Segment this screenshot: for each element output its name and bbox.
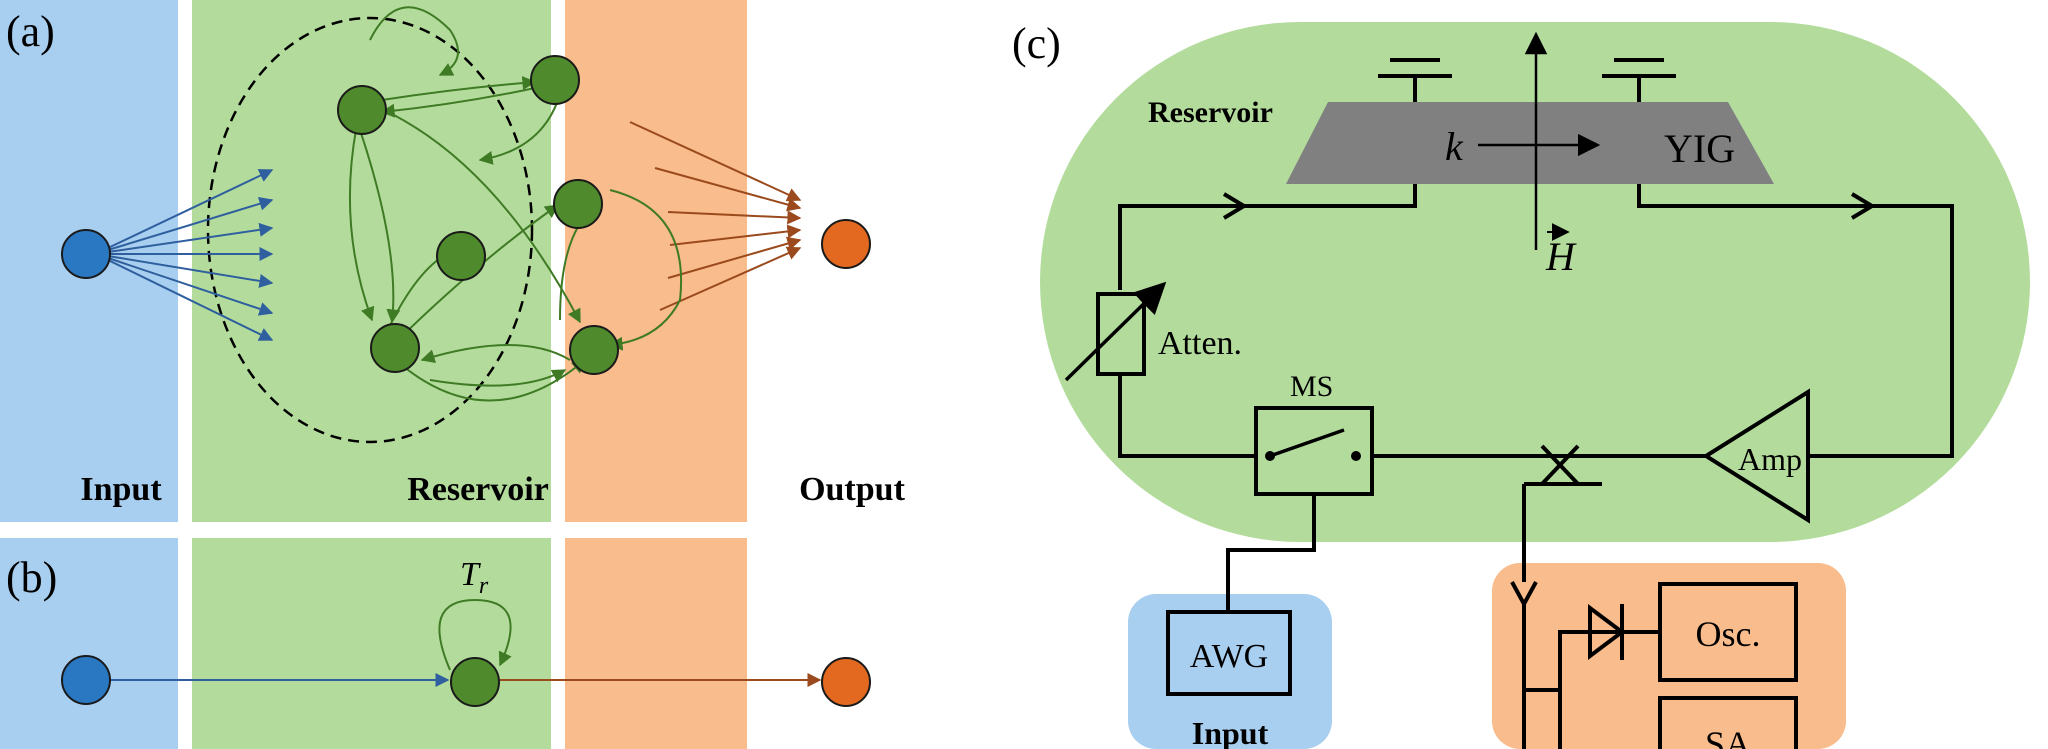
loop-arrowhead-right — [1850, 192, 1876, 220]
wire-ms-to-awg — [1226, 494, 1316, 612]
output-node-a — [821, 219, 871, 269]
oscilloscope-box — [1658, 582, 1798, 682]
antenna-left — [1118, 58, 1452, 290]
panel-a: (a) — [0, 0, 906, 522]
spectrum-analyzer-box — [1658, 696, 1798, 749]
switch-blade — [1269, 428, 1345, 458]
panel-b-tag: (b) — [6, 553, 57, 602]
input-node-b — [61, 655, 111, 705]
output-region-c — [1492, 563, 1846, 749]
reservoir-node — [337, 85, 387, 135]
antenna-right — [1602, 58, 1954, 458]
spectrum-analyzer-label: SA — [1705, 724, 1751, 749]
reservoir-boundary — [206, 16, 534, 444]
input-band-b — [0, 538, 178, 749]
input-label-c: Input — [1192, 715, 1269, 749]
delay-label: Tr — [460, 556, 489, 599]
output-band-b — [565, 538, 747, 749]
field-label: H — [1545, 234, 1577, 279]
switch-label: MS — [1290, 370, 1333, 403]
panel-c: (c) Reservoir k YIG H — [1012, 19, 2030, 749]
reservoir-node — [436, 231, 486, 281]
delay-node — [450, 657, 500, 707]
wire-to-diode — [1524, 630, 1660, 692]
loop-arrowhead-left — [1222, 192, 1248, 220]
attenuator-label: Atten. — [1158, 325, 1242, 362]
output-band-a — [565, 0, 747, 522]
amplifier-label: Amp — [1738, 441, 1802, 477]
output-arrows — [629, 121, 802, 311]
attenuator-variable-arrow — [1064, 281, 1167, 382]
input-region-c — [1128, 594, 1332, 749]
reservoir-region-c — [1040, 22, 2030, 542]
reservoir-band-a — [192, 0, 551, 522]
diode — [1588, 604, 1626, 660]
delay-loop — [438, 598, 512, 671]
awg-label: AWG — [1190, 638, 1268, 675]
input-label-a: Input — [80, 471, 162, 508]
switch-contact-right — [1351, 451, 1361, 461]
panel-a-tag: (a) — [6, 7, 55, 56]
reservoir-node — [370, 323, 420, 373]
awg-box — [1166, 610, 1292, 696]
reservoir-node — [530, 55, 580, 105]
reservoir-node — [569, 325, 619, 375]
reservoir-label-c: Reservoir — [1148, 96, 1273, 129]
output-node-b — [821, 657, 871, 707]
oscilloscope-label: Osc. — [1696, 614, 1761, 654]
input-arrows — [107, 169, 274, 341]
panel-b: (b) Tr — [0, 538, 871, 749]
directional-coupler — [1522, 444, 1602, 582]
reservoir-band-b — [192, 538, 551, 749]
amplifier — [1702, 388, 1810, 524]
reservoir-label-a: Reservoir — [407, 471, 549, 508]
wave-vector-label: k — [1445, 124, 1464, 169]
output-label-a: Output — [799, 471, 905, 508]
yig-film — [1286, 102, 1774, 184]
input-node-a — [61, 229, 111, 279]
yig-label: YIG — [1664, 126, 1735, 171]
reservoir-node — [553, 179, 603, 229]
panel-c-tag: (c) — [1012, 19, 1061, 68]
